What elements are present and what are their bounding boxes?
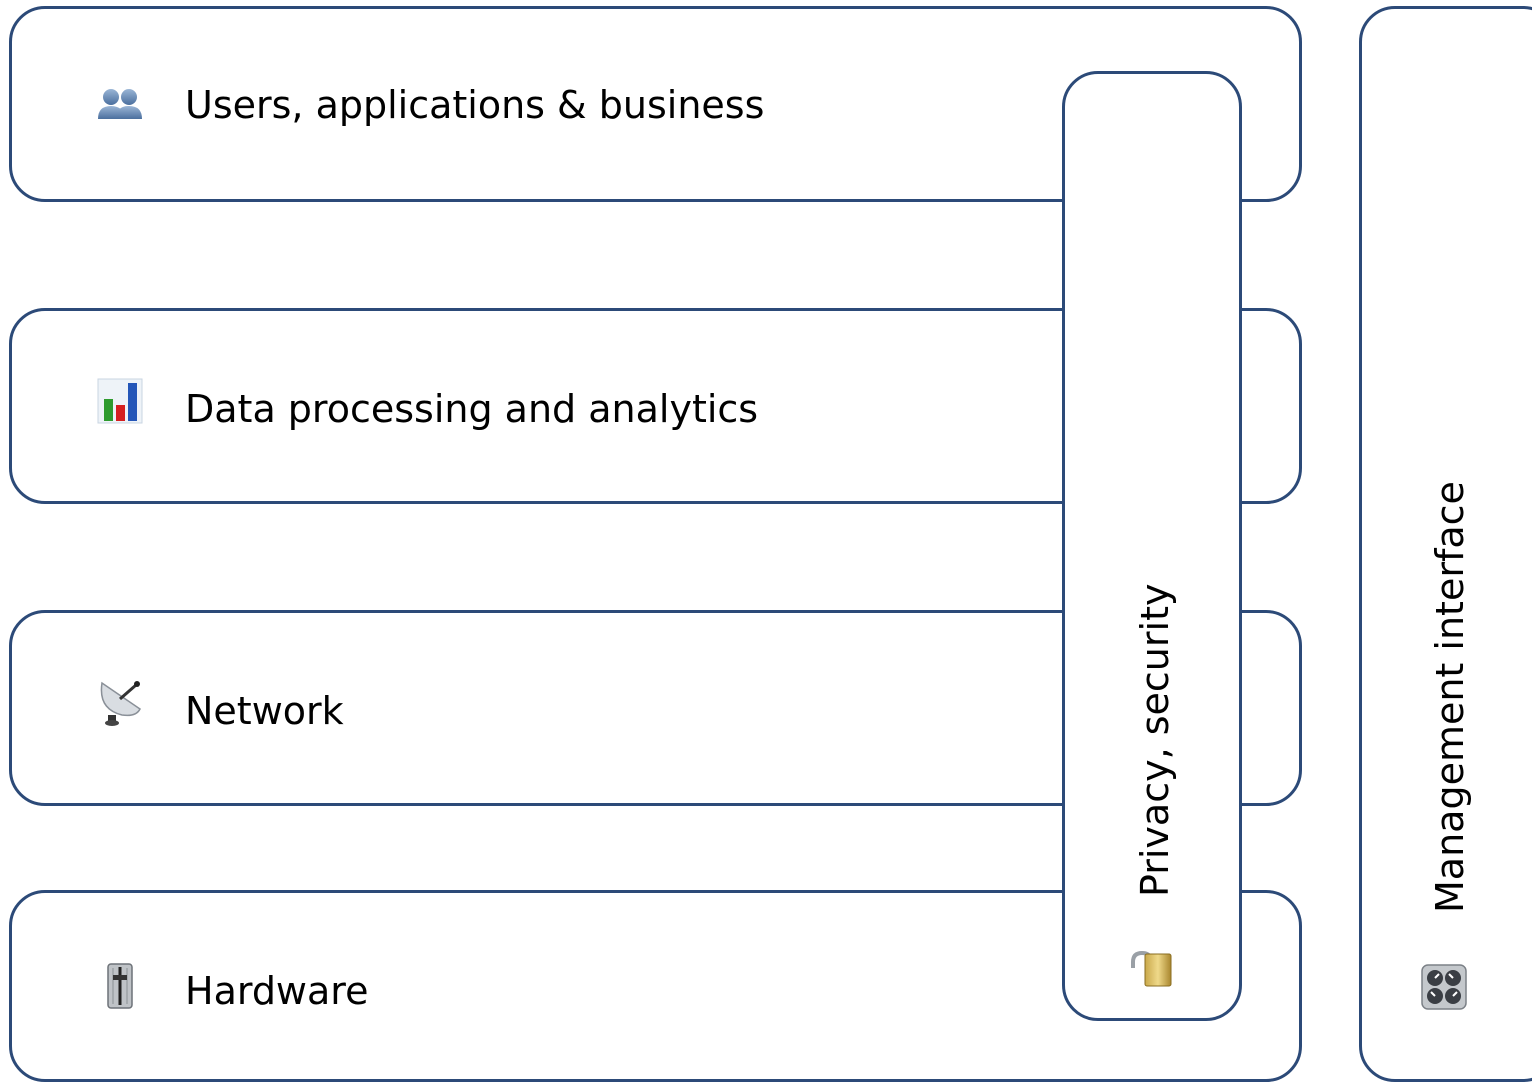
layer-label-network: Network (185, 689, 344, 733)
management-interface-label: Management interface (1428, 481, 1472, 913)
layer-label-hardware: Hardware (185, 969, 369, 1013)
hardware-slider-icon (96, 962, 144, 1010)
management-interface-bar: Management interface (1359, 6, 1532, 1082)
control-panel-icon (1421, 964, 1467, 1010)
layer-label-data-processing: Data processing and analytics (185, 387, 759, 431)
bar-chart-icon (96, 377, 144, 425)
privacy-security-label: Privacy, security (1133, 583, 1177, 897)
satellite-dish-icon (96, 679, 144, 727)
padlock-icon (1127, 950, 1173, 990)
users-icon (96, 81, 144, 129)
layer-label-users: Users, applications & business (185, 83, 765, 127)
privacy-security-bar: Privacy, security (1062, 71, 1242, 1021)
